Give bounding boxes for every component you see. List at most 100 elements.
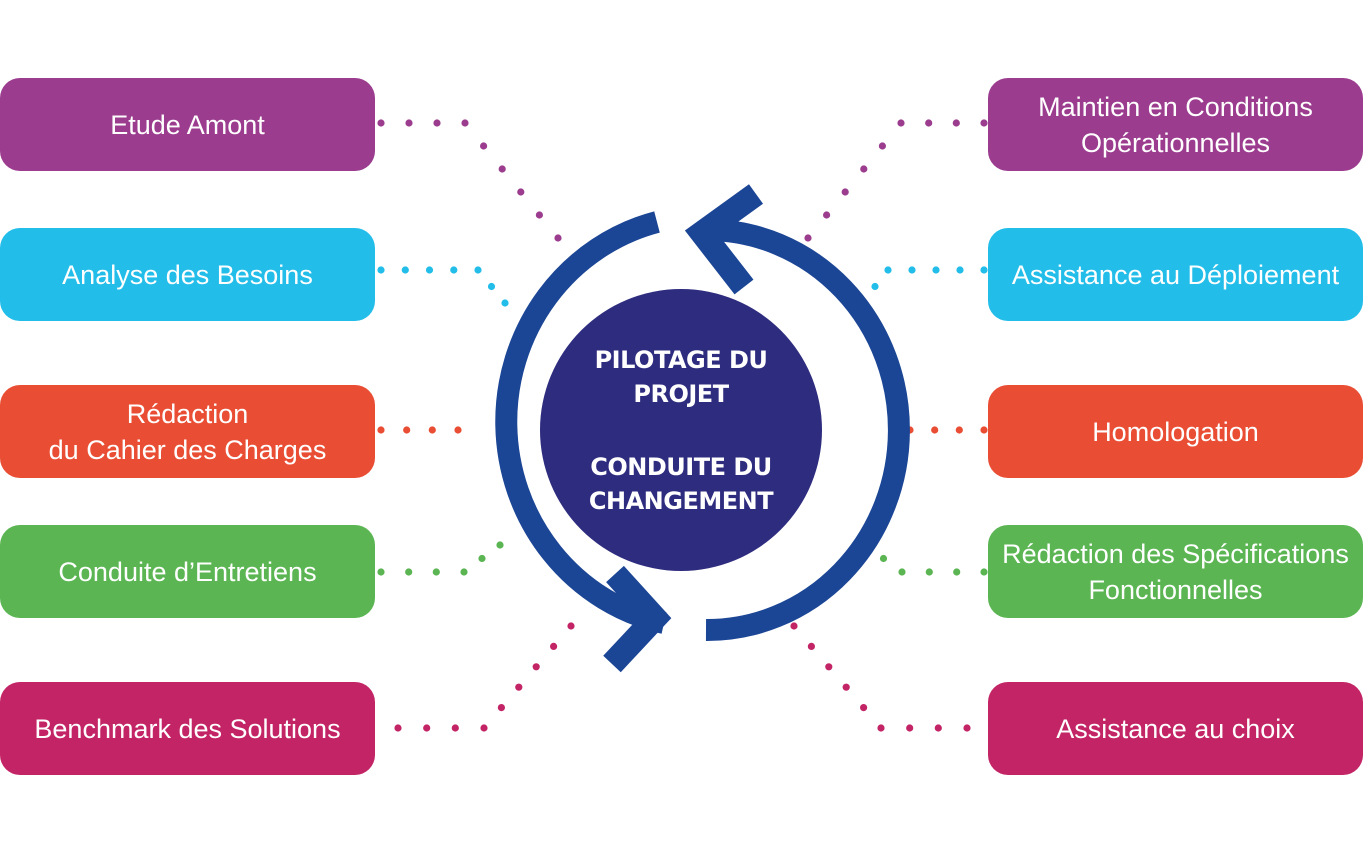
connector-dot bbox=[898, 568, 906, 576]
connector-dot bbox=[953, 568, 961, 576]
connector-dot bbox=[403, 426, 411, 434]
center-title-line: CHANGEMENT bbox=[588, 487, 774, 515]
cycle-arrow-right-head bbox=[684, 184, 764, 295]
center-title-line: PROJET bbox=[633, 380, 729, 408]
connector-dot bbox=[496, 541, 504, 549]
connector-dot bbox=[377, 119, 385, 127]
box-conduite-entretiens: Conduite d’Entretiens bbox=[0, 525, 375, 618]
box-label: Opérationnelles bbox=[1080, 127, 1271, 158]
connector-dot bbox=[377, 426, 385, 434]
dotted-connector bbox=[377, 426, 462, 434]
box-label: Conduite d’Entretiens bbox=[58, 556, 317, 587]
connector-dot bbox=[497, 704, 505, 712]
box-label: Assistance au Déploiement bbox=[1011, 259, 1340, 290]
connector-dot bbox=[425, 266, 434, 274]
connector-dot bbox=[401, 266, 409, 274]
connector-dot bbox=[952, 119, 960, 127]
box-label: Benchmark des Solutions bbox=[34, 713, 341, 744]
connector-dot bbox=[532, 663, 540, 671]
connector-dot bbox=[480, 724, 488, 732]
connector-dot bbox=[450, 266, 458, 274]
connector-dot bbox=[841, 188, 849, 196]
dotted-connector bbox=[861, 541, 988, 576]
connector-dot bbox=[925, 119, 933, 127]
connector-dot bbox=[498, 165, 506, 173]
connector-dot bbox=[878, 142, 887, 150]
box-label: Fonctionnelles bbox=[1088, 574, 1263, 605]
connector-dot bbox=[860, 165, 868, 173]
box-label: Etude Amont bbox=[110, 109, 265, 140]
connector-dot bbox=[454, 426, 462, 434]
connector-dot bbox=[980, 266, 988, 274]
connector-dot bbox=[405, 119, 413, 127]
connector-dot bbox=[807, 642, 816, 651]
center-title-line: PILOTAGE DU bbox=[594, 346, 768, 374]
box-label: Rédaction bbox=[126, 398, 249, 429]
connector-dot bbox=[871, 282, 879, 291]
connector-dot bbox=[825, 663, 833, 671]
connector-dot bbox=[460, 568, 468, 576]
cycle-arrow-left-arc bbox=[495, 211, 667, 634]
connector-dot bbox=[790, 622, 798, 630]
connector-dot bbox=[501, 299, 509, 307]
connector-dot bbox=[405, 568, 413, 576]
connector-dot bbox=[433, 119, 441, 127]
box-redaction-cahier-charges: Rédaction du Cahier des Charges bbox=[0, 385, 375, 478]
box-homologation: Homologation bbox=[988, 385, 1363, 478]
connector-dot bbox=[377, 266, 385, 274]
box-assistance-choix: Assistance au choix bbox=[988, 682, 1363, 775]
connector-dot bbox=[377, 568, 385, 576]
dotted-connector bbox=[804, 119, 988, 242]
connector-dot bbox=[535, 211, 544, 219]
connector-dot bbox=[955, 426, 963, 434]
box-label: Maintien en Conditions bbox=[1038, 91, 1313, 122]
cycle-arrow-left-head bbox=[603, 565, 672, 673]
connector-dot bbox=[474, 266, 482, 274]
box-label: Homologation bbox=[1092, 416, 1259, 447]
connector-dot bbox=[956, 266, 964, 274]
connector-dot bbox=[980, 119, 988, 127]
connector-dot bbox=[908, 266, 916, 274]
box-label: Analyse des Besoins bbox=[62, 259, 313, 290]
box-maintien-conditions: Maintien en Conditions Opérationnelles bbox=[988, 78, 1363, 171]
connector-dot bbox=[860, 704, 868, 712]
connector-dot bbox=[517, 188, 525, 196]
center-title-conduite: CONDUITE DU CHANGEMENT bbox=[540, 450, 822, 518]
box-assistance-deploiement: Assistance au Déploiement bbox=[988, 228, 1363, 321]
connector-dot bbox=[487, 282, 496, 291]
connector-dot bbox=[980, 426, 988, 434]
connector-dot bbox=[877, 724, 885, 732]
box-label: du Cahier des Charges bbox=[48, 434, 327, 465]
connector-dot bbox=[823, 211, 831, 219]
connector-dot bbox=[934, 724, 942, 732]
box-label: Assistance au choix bbox=[1056, 713, 1295, 744]
connector-dot bbox=[842, 683, 850, 691]
dotted-connector bbox=[377, 541, 504, 576]
connector-dot bbox=[567, 622, 575, 630]
box-label: Rédaction des Spécifications bbox=[1002, 538, 1349, 569]
connector-dot bbox=[432, 568, 440, 576]
dotted-connector bbox=[790, 622, 971, 732]
connector-dot bbox=[980, 568, 988, 576]
connector-dot bbox=[925, 568, 933, 576]
dotted-connector bbox=[906, 426, 988, 434]
cycle-arrow-right-arc bbox=[705, 219, 910, 642]
connector-dot bbox=[906, 724, 914, 732]
box-analyse-besoins: Analyse des Besoins bbox=[0, 228, 375, 321]
dotted-connector bbox=[858, 266, 988, 307]
connector-dot bbox=[515, 683, 523, 691]
connector-dot bbox=[423, 724, 431, 732]
connector-dot bbox=[963, 724, 971, 732]
connector-dot bbox=[884, 266, 892, 274]
connector-dot bbox=[804, 234, 812, 242]
connector-dot bbox=[480, 142, 488, 150]
center-title-line: CONDUITE DU bbox=[590, 453, 772, 481]
connector-dot bbox=[879, 554, 888, 563]
center-title-pilotage: PILOTAGE DU PROJET bbox=[540, 343, 822, 411]
box-redaction-specifications: Rédaction des Spécifications Fonctionnel… bbox=[988, 525, 1363, 618]
box-benchmark-solutions: Benchmark des Solutions bbox=[0, 682, 375, 775]
connector-dot bbox=[478, 554, 486, 563]
connector-dot bbox=[550, 642, 558, 651]
connector-dot bbox=[931, 426, 939, 434]
